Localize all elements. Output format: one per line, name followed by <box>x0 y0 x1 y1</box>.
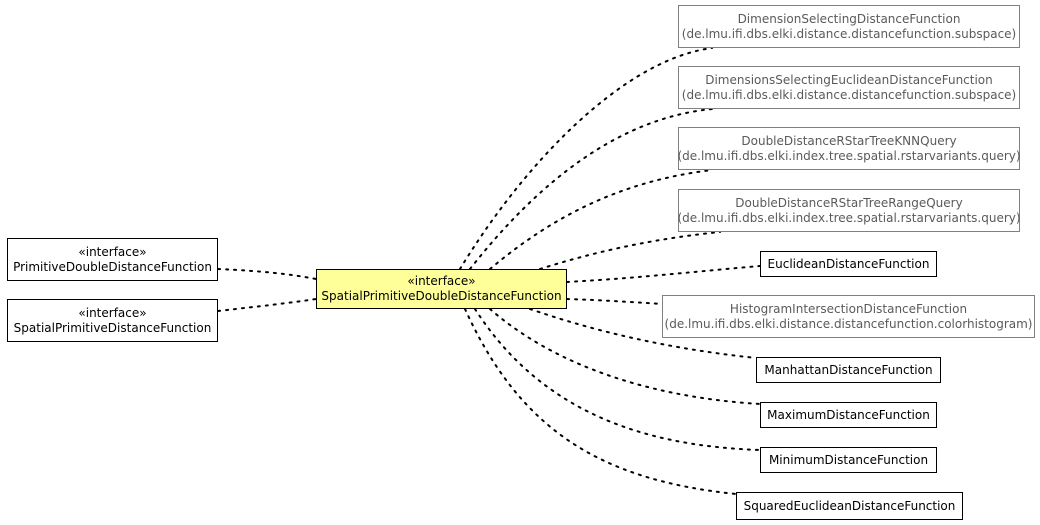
stereotype-label: «interface» <box>78 305 147 320</box>
class-name: DimensionsSelectingEuclideanDistanceFunc… <box>705 72 993 87</box>
class-name: PrimitiveDoubleDistanceFunction <box>13 259 212 274</box>
class-name: SquaredEuclideanDistanceFunction <box>743 498 956 513</box>
edge-focus-to-dimension-selecting <box>459 47 713 270</box>
stereotype-label: «interface» <box>407 274 476 288</box>
package-name: (de.lmu.ifi.dbs.elki.index.tree.spatial.… <box>677 210 1021 225</box>
class-name: EuclideanDistanceFunction <box>767 256 930 271</box>
node-spatial-primitive-double-distance-function[interactable]: «interface» SpatialPrimitiveDoubleDistan… <box>316 269 567 309</box>
node-spatial-primitive-distance-function[interactable]: «interface» SpatialPrimitiveDistanceFunc… <box>7 299 218 342</box>
class-name: DimensionSelectingDistanceFunction <box>737 11 961 26</box>
class-name: ManhattanDistanceFunction <box>764 362 933 377</box>
package-name: (de.lmu.ifi.dbs.elki.distance.distancefu… <box>664 316 1033 331</box>
edge-primitive-double-to-focus <box>217 268 317 280</box>
stereotype-label: «interface» <box>78 244 147 259</box>
edge-focus-to-squared-euclidean <box>464 308 737 495</box>
node-squared-euclidean-distance-function[interactable]: SquaredEuclideanDistanceFunction <box>736 492 963 520</box>
package-name: (de.lmu.ifi.dbs.elki.index.tree.spatial.… <box>677 148 1021 163</box>
class-name: MinimumDistanceFunction <box>768 452 929 467</box>
edge-focus-to-histogram <box>566 298 663 305</box>
node-euclidean-distance-function[interactable]: EuclideanDistanceFunction <box>760 251 937 277</box>
class-name: SpatialPrimitiveDistanceFunction <box>13 320 212 335</box>
class-name: HistogramIntersectionDistanceFunction <box>729 301 968 316</box>
edge-focus-to-range-query <box>539 231 721 270</box>
class-name: DoubleDistanceRStarTreeKNNQuery <box>741 133 957 148</box>
node-minimum-distance-function[interactable]: MinimumDistanceFunction <box>760 447 937 473</box>
package-name: (de.lmu.ifi.dbs.elki.distance.distancefu… <box>681 87 1017 102</box>
node-double-distance-rstar-tree-range-query[interactable]: DoubleDistanceRStarTreeRangeQuery (de.lm… <box>677 189 1021 232</box>
node-manhattan-distance-function[interactable]: ManhattanDistanceFunction <box>756 357 941 383</box>
edge-focus-to-knn-query <box>489 169 713 270</box>
node-maximum-distance-function[interactable]: MaximumDistanceFunction <box>760 402 937 428</box>
node-dimensions-selecting-euclidean-distance-function[interactable]: DimensionsSelectingEuclideanDistanceFunc… <box>678 66 1020 109</box>
node-primitive-double-distance-function[interactable]: «interface» PrimitiveDoubleDistanceFunct… <box>7 238 218 281</box>
class-name: MaximumDistanceFunction <box>767 407 930 422</box>
node-histogram-intersection-distance-function[interactable]: HistogramIntersectionDistanceFunction (d… <box>662 295 1035 338</box>
node-dimension-selecting-distance-function[interactable]: DimensionSelectingDistanceFunction (de.l… <box>678 5 1020 48</box>
class-name: DoubleDistanceRStarTreeRangeQuery <box>735 195 963 210</box>
class-name: SpatialPrimitiveDoubleDistanceFunction <box>321 289 562 303</box>
edge-focus-to-dimensions-selecting-euclidean <box>469 108 713 270</box>
node-double-distance-rstar-tree-knn-query[interactable]: DoubleDistanceRStarTreeKNNQuery (de.lmu.… <box>677 127 1021 170</box>
edge-focus-to-manhattan <box>529 308 757 359</box>
edge-spatial-primitive-to-focus <box>217 298 317 312</box>
package-name: (de.lmu.ifi.dbs.elki.distance.distancefu… <box>681 26 1017 41</box>
edge-focus-to-euclidean <box>566 265 761 283</box>
